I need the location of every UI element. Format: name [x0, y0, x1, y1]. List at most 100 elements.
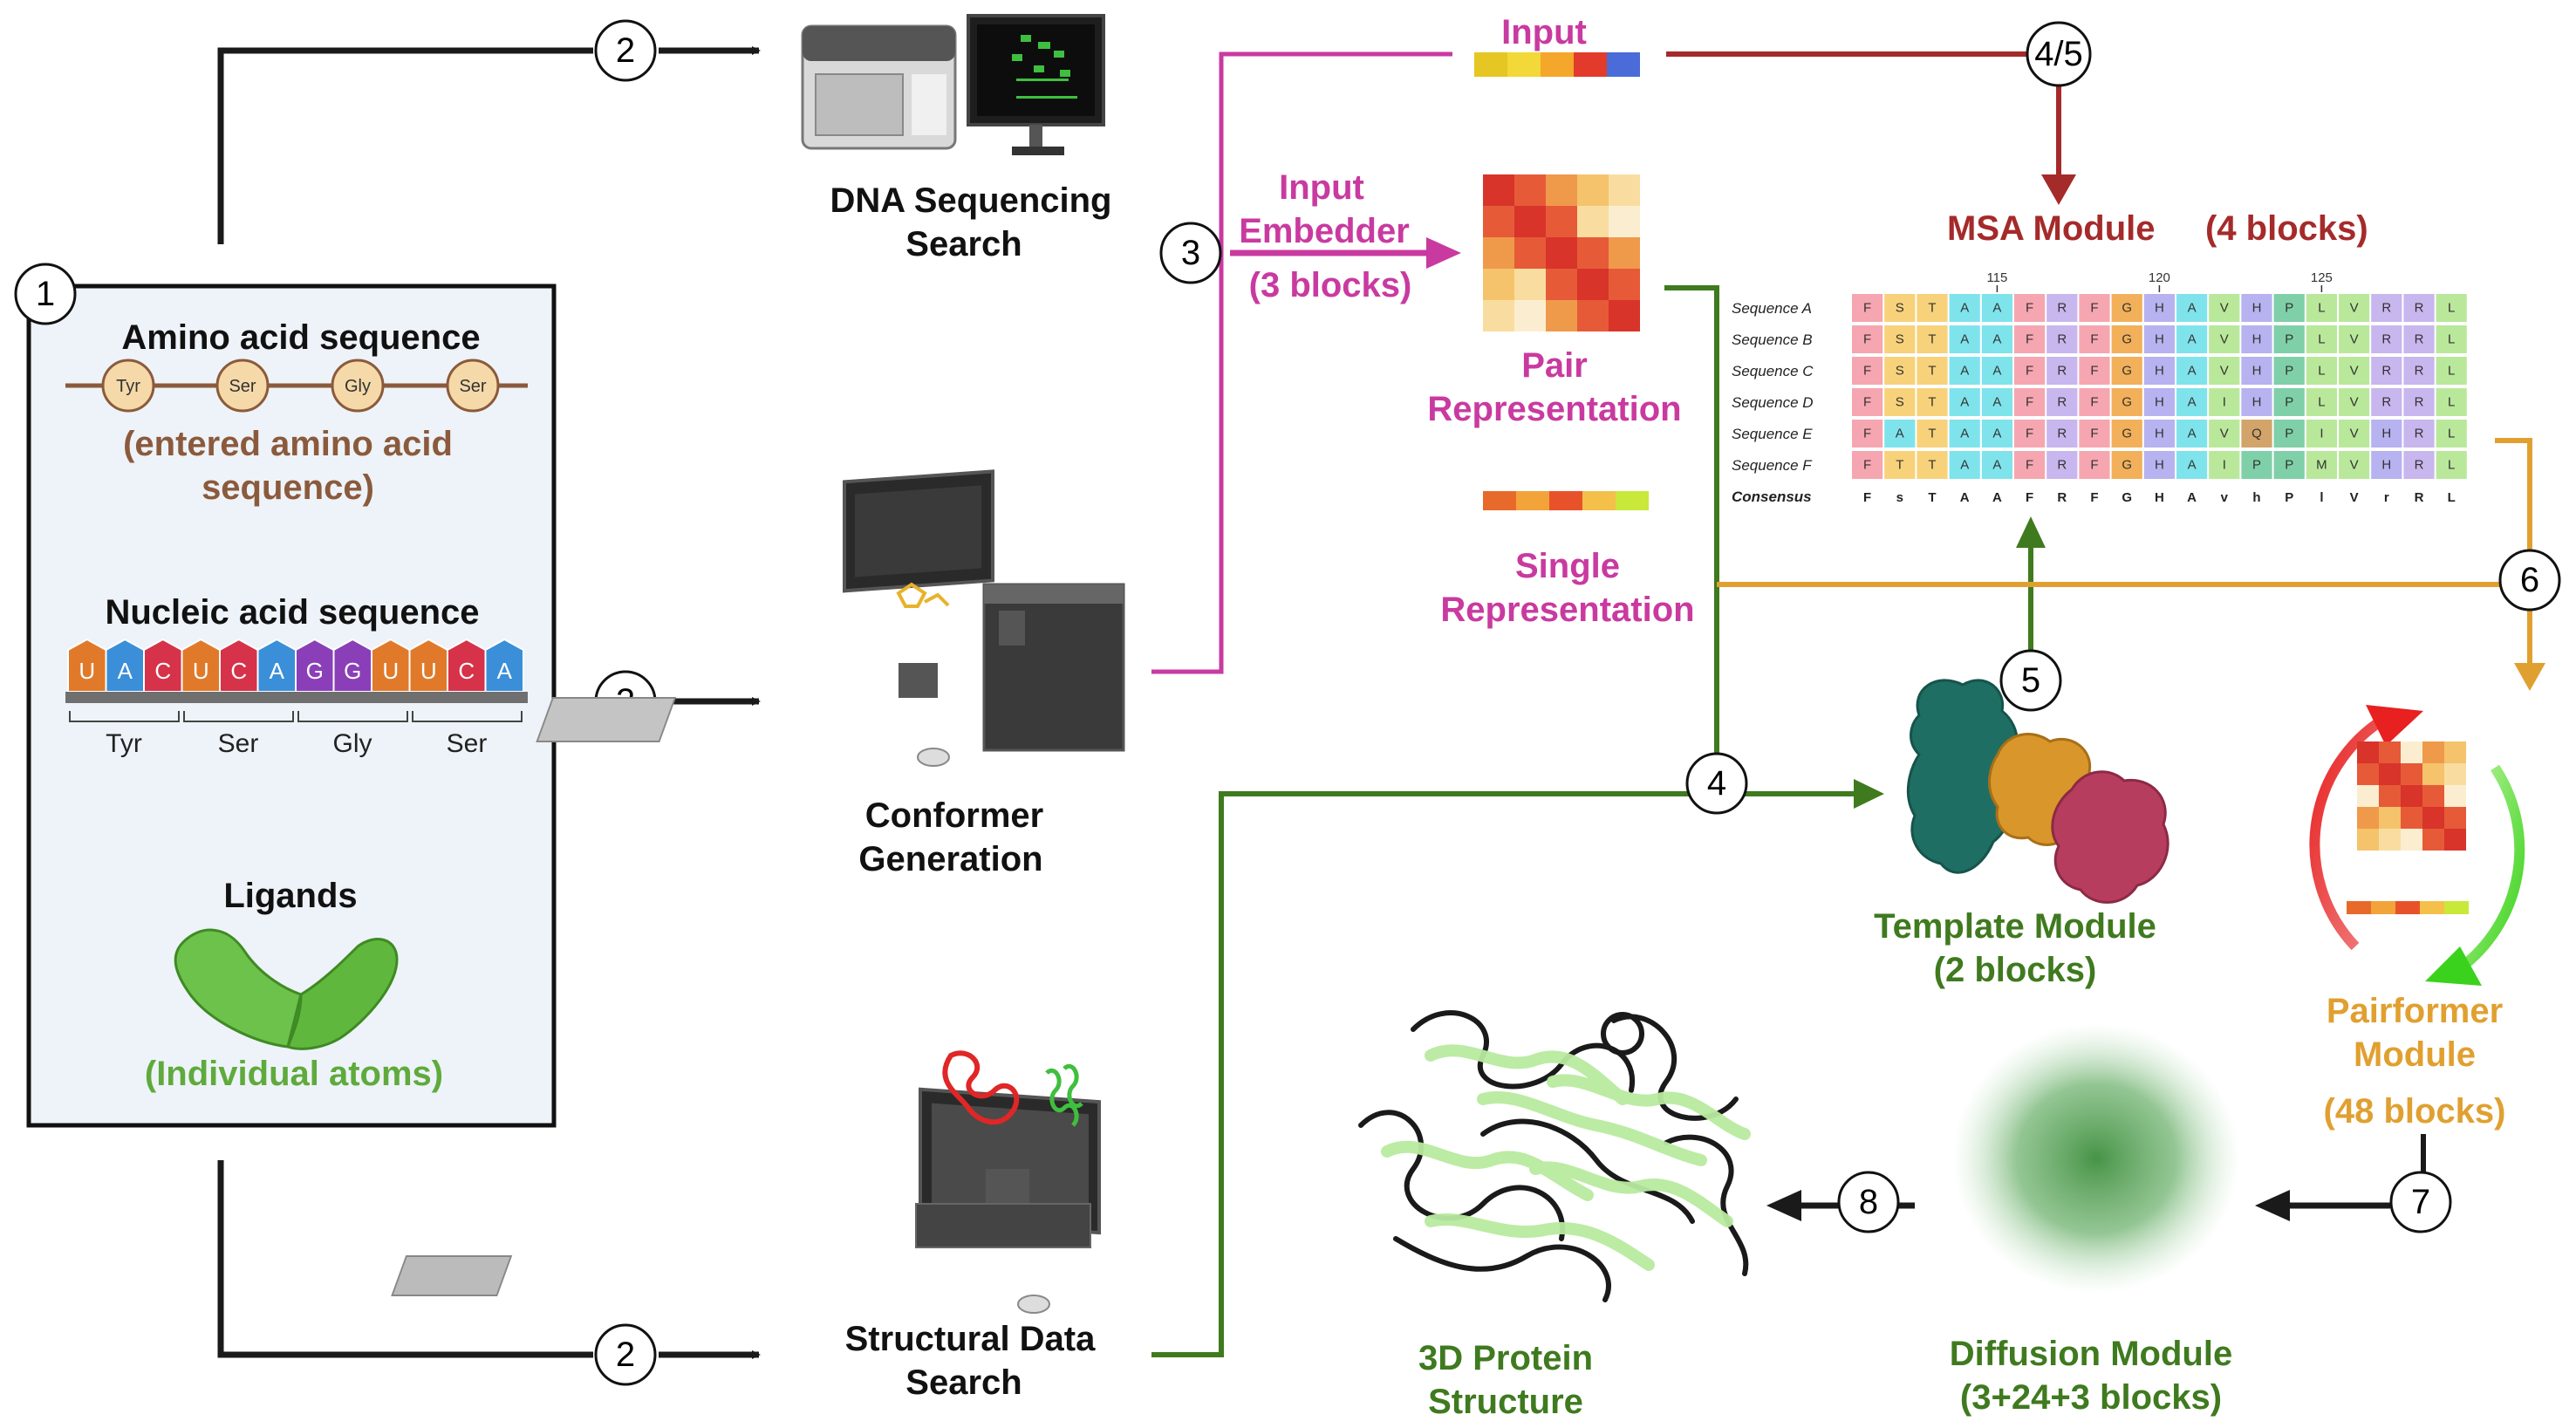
- msa-cell: [2273, 357, 2305, 385]
- msa-cell: [2371, 325, 2402, 353]
- msa-cell: [2241, 357, 2272, 385]
- matrix-cell: [2444, 741, 2466, 763]
- msa-cell: [2143, 294, 2175, 322]
- msa-residue: R: [2381, 364, 2391, 379]
- msa-cell: [1981, 451, 2012, 479]
- nucleotide-label: C: [154, 658, 171, 684]
- msa-residue: A: [1992, 427, 2001, 441]
- template-label-2: (2 blocks): [1934, 951, 2097, 989]
- matrix-cell: [1609, 269, 1640, 300]
- msa-cell: [2241, 451, 2272, 479]
- msa-cell: [2339, 420, 2370, 448]
- msa-residue: L: [2318, 332, 2325, 347]
- amino-caption-2: sequence): [202, 468, 374, 507]
- msa-residue: H: [2252, 332, 2262, 347]
- matrix-cell: [2444, 807, 2466, 829]
- magenta-connectors: [1151, 51, 1452, 674]
- msa-cell: [1852, 388, 1883, 416]
- msa-cell: [1981, 357, 2012, 385]
- codon-label: Tyr: [106, 729, 142, 758]
- matrix-cell: [1577, 300, 1609, 331]
- matrix-cell: [2357, 829, 2379, 851]
- msa-cell: [2143, 451, 2175, 479]
- matrix-cell: [1514, 237, 1546, 269]
- matrix-cell: [2401, 807, 2422, 829]
- msa-residue: G: [2122, 301, 2132, 316]
- msa-residue: V: [2350, 395, 2359, 410]
- template-proteins-icon: [1906, 679, 2169, 904]
- msa-residue: H: [2381, 458, 2391, 473]
- residue-bead: [446, 359, 500, 413]
- residue-bead: [331, 359, 385, 413]
- matrix-cell: [2379, 741, 2401, 763]
- msa-residue: R: [2415, 301, 2424, 316]
- msa-cell: [2403, 294, 2435, 322]
- msa-residue: A: [1960, 458, 1969, 473]
- nucleotide-label: C: [458, 658, 475, 684]
- msa-cell: [2241, 294, 2272, 322]
- template-label-1: Template Module: [1874, 907, 2156, 946]
- green-connectors: [1151, 285, 2033, 1357]
- structural-label-2: Search: [905, 1363, 1022, 1402]
- msa-cell: [2209, 357, 2240, 385]
- nucleotide-label: A: [497, 658, 513, 684]
- msa-cell: [2111, 388, 2142, 416]
- input-to-msa-head: [2041, 174, 2076, 205]
- msa-residue: F: [2026, 301, 2033, 316]
- step-45-badge: 4/5: [2026, 21, 2092, 87]
- msa-residue: R: [2381, 301, 2391, 316]
- matrix-cell: [1577, 206, 1609, 237]
- msa-cell: [2273, 451, 2305, 479]
- ligands-title: Ligands: [223, 877, 357, 915]
- residue-label: Ser: [459, 377, 486, 396]
- msa-cell: [1981, 294, 2012, 322]
- template-arrow-head: [1854, 779, 1884, 809]
- msa-cell: [2046, 294, 2078, 322]
- msa-residue: H: [2252, 395, 2262, 410]
- msa-cell: [2306, 357, 2337, 385]
- msa-residue: T: [1928, 301, 1936, 316]
- step-number: 4/5: [2034, 35, 2083, 73]
- diffusion-cloud-icon: [1952, 1023, 2240, 1294]
- red-protein-icon: [942, 1050, 1020, 1125]
- matrix-cell: [1546, 174, 1577, 206]
- msa-residue: F: [2090, 332, 2098, 347]
- msa-residue: F: [2026, 332, 2033, 347]
- msa-cell: [2273, 420, 2305, 448]
- step-number: 3: [1181, 234, 1200, 272]
- msa-cell: [2079, 420, 2110, 448]
- msa-residue: F: [2026, 364, 2033, 379]
- msa-cell: [2403, 451, 2435, 479]
- msa-cell: [2339, 388, 2370, 416]
- msa-consensus-residue: P: [2285, 490, 2293, 505]
- msa-cell: [2111, 451, 2142, 479]
- msa-cell: [1917, 294, 1948, 322]
- msa-residue: R: [2415, 332, 2424, 347]
- msa-cell: [2111, 294, 2142, 322]
- amino-acid-title: Amino acid sequence: [121, 318, 480, 357]
- matrix-cell: [1514, 269, 1546, 300]
- nucleic-acid-title: Nucleic acid sequence: [105, 593, 479, 632]
- msa-cell: [2371, 294, 2402, 322]
- matrix-cell: [2444, 829, 2466, 851]
- residue-label: Ser: [229, 377, 256, 396]
- matrix-cell: [1514, 174, 1546, 206]
- matrix-cell: [2379, 829, 2401, 851]
- nucleotide-label: A: [118, 658, 133, 684]
- msa-sequence-name: Sequence B: [1732, 331, 1813, 348]
- matrix-cell: [1514, 300, 1546, 331]
- matrix-cell: [1483, 237, 1514, 269]
- msa-residue: F: [2090, 301, 2098, 316]
- msa-residue: V: [2220, 301, 2229, 316]
- msa-cell: [2241, 420, 2272, 448]
- matrix-cell: [2422, 807, 2444, 829]
- conformer-label-2: Generation: [858, 840, 1042, 878]
- protein-label-1: 3D Protein: [1418, 1339, 1593, 1377]
- msa-consensus-residue: F: [2026, 490, 2033, 505]
- msa-residue: A: [1992, 332, 2001, 347]
- msa-residue: I: [2320, 427, 2323, 441]
- msa-cell: [1949, 388, 1980, 416]
- msa-sequence-name: Sequence E: [1732, 426, 1813, 442]
- msa-consensus-residue: A: [1992, 490, 2002, 505]
- codon-bracket: [183, 711, 294, 722]
